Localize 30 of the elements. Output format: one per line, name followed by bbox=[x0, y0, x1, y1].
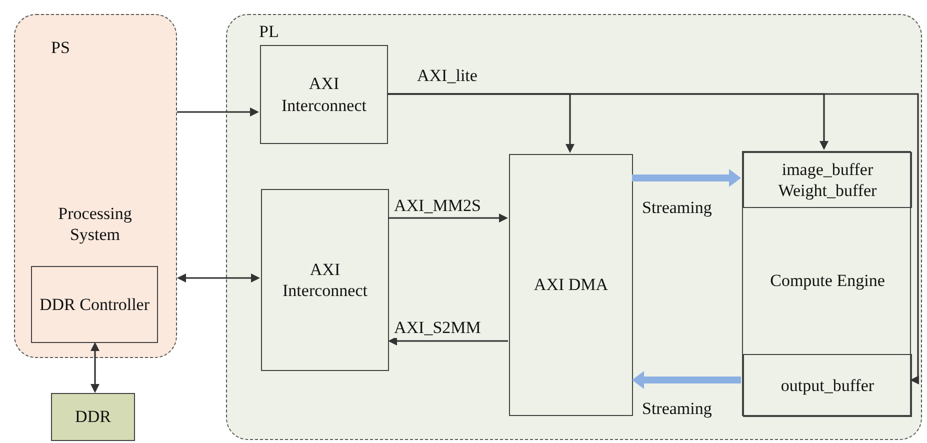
node-label: AXI Interconnect bbox=[280, 73, 368, 116]
arrow bbox=[388, 214, 508, 222]
node-label: DDR Controller bbox=[38, 294, 151, 316]
node-label: output_buffer bbox=[780, 374, 876, 396]
node-label: Compute Engine bbox=[769, 270, 886, 292]
edge-label: AXI_lite bbox=[415, 66, 480, 86]
buffer-section bbox=[743, 152, 912, 208]
arrow bbox=[90, 342, 100, 393]
process-box bbox=[31, 266, 158, 343]
streaming-arrow bbox=[632, 371, 741, 389]
node-label: AXI Interconnect bbox=[282, 258, 368, 302]
process-box bbox=[509, 154, 633, 416]
node-label: DDR bbox=[74, 406, 112, 428]
arrow bbox=[387, 93, 919, 384]
streaming-arrow bbox=[632, 169, 741, 187]
process-box bbox=[742, 151, 911, 416]
process-box bbox=[260, 45, 388, 144]
process-box bbox=[51, 393, 135, 441]
arrow bbox=[388, 336, 508, 346]
node-label: Processing System bbox=[57, 203, 133, 246]
arrow bbox=[177, 108, 259, 116]
region-panel bbox=[226, 14, 922, 440]
region-panel bbox=[14, 14, 177, 358]
node-label: image_buffer Weight_buffer bbox=[777, 158, 878, 202]
buffer-section bbox=[743, 354, 912, 417]
region-title: PL bbox=[259, 21, 279, 42]
arrow bbox=[177, 274, 260, 282]
node-label: AXI DMA bbox=[532, 274, 610, 296]
region-title: PS bbox=[51, 37, 70, 58]
process-box bbox=[261, 189, 389, 371]
